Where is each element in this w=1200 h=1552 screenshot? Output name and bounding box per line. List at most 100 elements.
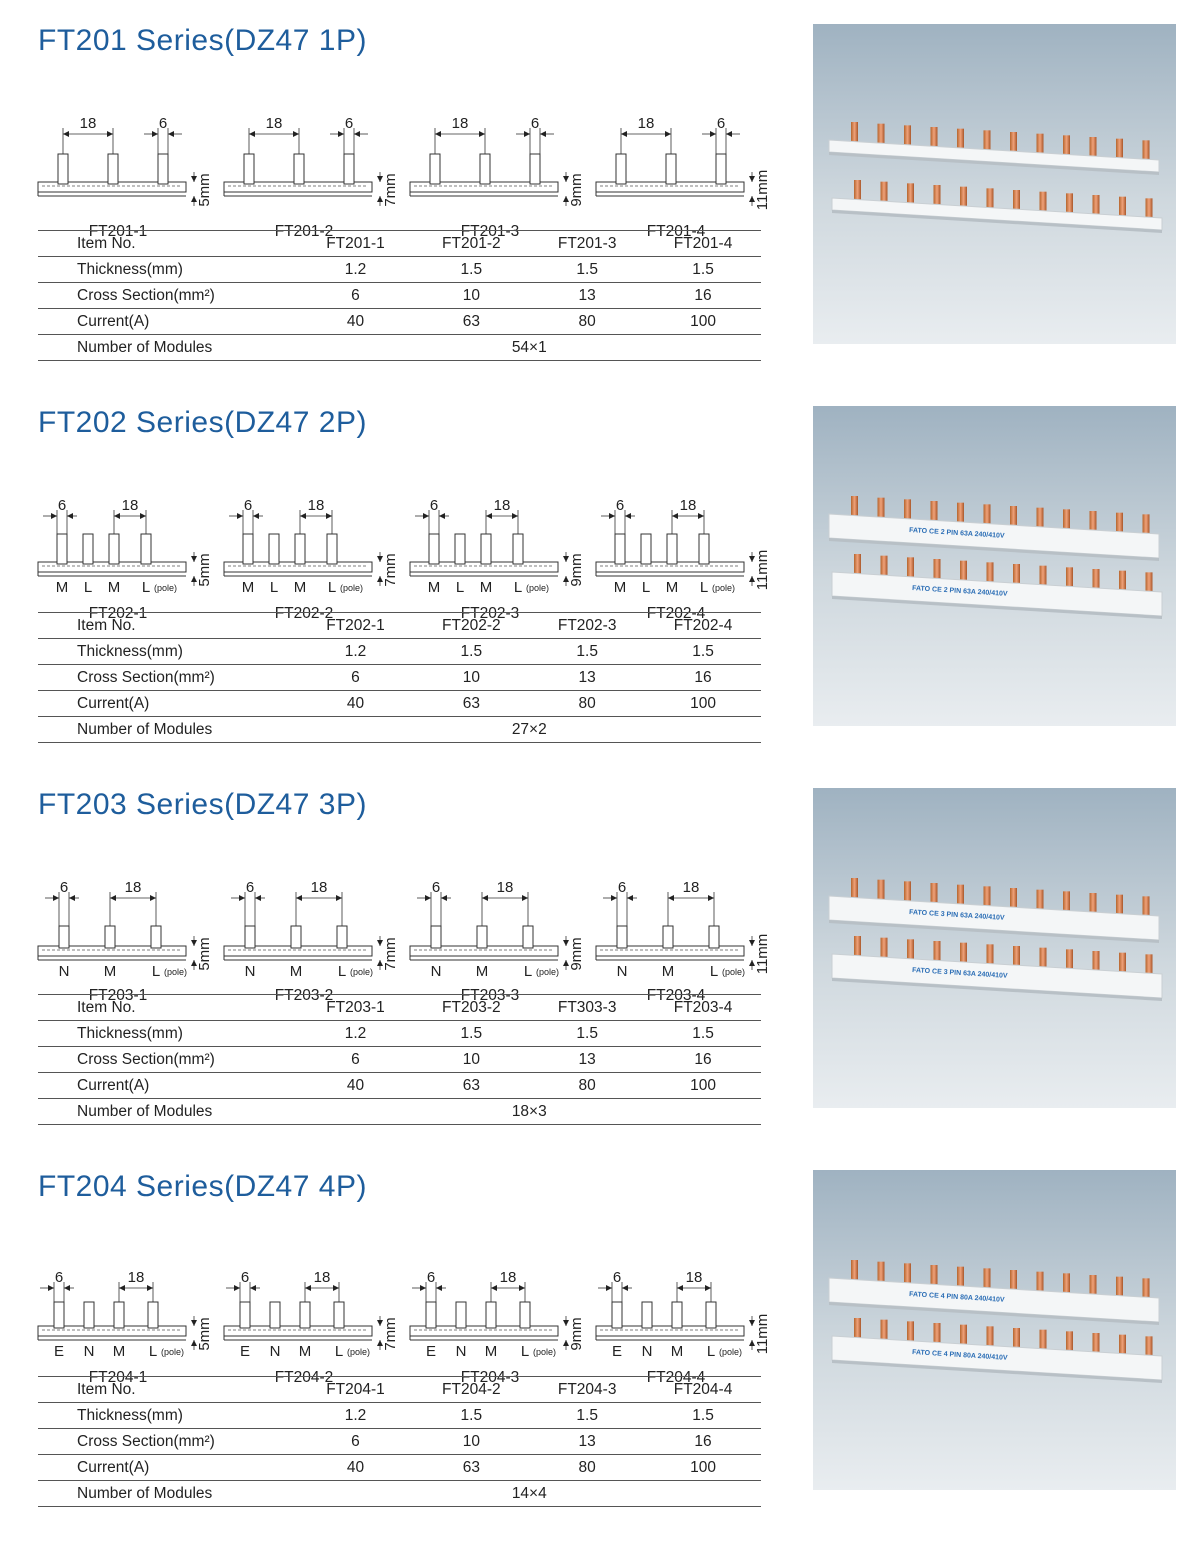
copper-pin bbox=[1010, 506, 1017, 528]
copper-pin bbox=[1066, 193, 1073, 216]
copper-pin bbox=[1039, 1329, 1047, 1352]
row-value: 1.5 bbox=[529, 1402, 646, 1429]
dimension-pin-width: 6 bbox=[60, 879, 68, 896]
dimension-pitch: 18 bbox=[500, 1269, 517, 1286]
item-no-label: Item No. bbox=[38, 994, 298, 1021]
pole-note: (pole) bbox=[154, 583, 177, 593]
pole-letter: N bbox=[642, 1343, 653, 1360]
modules-value: 54×1 bbox=[297, 334, 761, 361]
copper-pin bbox=[983, 504, 991, 527]
dimension-pin-width: 6 bbox=[430, 497, 438, 514]
copper-pin bbox=[1013, 564, 1020, 586]
copper-pin bbox=[1119, 196, 1126, 219]
dimension-pin-width: 6 bbox=[55, 1269, 63, 1286]
row-label: Cross Section(mm²) bbox=[38, 282, 298, 309]
busbar-pin bbox=[150, 925, 162, 949]
pole-note: (pole) bbox=[347, 1347, 370, 1357]
pole-note: (pole) bbox=[536, 967, 559, 977]
busbar-pin bbox=[429, 153, 441, 185]
photo-background bbox=[813, 406, 1176, 726]
photo-background bbox=[813, 788, 1176, 1108]
row-value: 63 bbox=[413, 1454, 530, 1481]
copper-pin bbox=[1039, 565, 1047, 588]
busbar-pin bbox=[243, 153, 255, 185]
copper-pin bbox=[1142, 514, 1150, 537]
thickness-label: 11mm bbox=[754, 550, 770, 591]
busbar-pin bbox=[698, 533, 710, 565]
busbar-pin bbox=[157, 153, 169, 185]
busbar-pin bbox=[244, 925, 256, 949]
series-title: FT204 Series(DZ47 4P) bbox=[38, 1170, 367, 1203]
busbar-pin bbox=[662, 925, 674, 949]
copper-pin bbox=[983, 130, 991, 153]
item-no-label: Item No. bbox=[38, 1376, 298, 1403]
dimension-pin-width: 6 bbox=[345, 115, 353, 132]
row-value: 80 bbox=[529, 308, 646, 335]
copper-pin bbox=[1145, 1336, 1153, 1359]
dimension-pitch: 18 bbox=[686, 1269, 703, 1286]
busbar-pin bbox=[428, 533, 440, 565]
row-value: 100 bbox=[645, 1072, 761, 1099]
copper-pin bbox=[1142, 1278, 1150, 1301]
busbar-pin bbox=[294, 533, 306, 565]
row-value: 1.5 bbox=[413, 256, 530, 283]
row-value: 1.2 bbox=[297, 1402, 414, 1429]
copper-pin bbox=[1010, 132, 1017, 154]
copper-pin bbox=[986, 188, 994, 211]
copper-pin bbox=[930, 501, 938, 523]
row-value: 16 bbox=[645, 282, 761, 309]
pole-letter: M bbox=[242, 579, 255, 596]
busbar-pin bbox=[640, 533, 652, 565]
copper-pin bbox=[1089, 137, 1097, 159]
copper-pin bbox=[1145, 572, 1153, 595]
pole-letter: M bbox=[290, 963, 303, 980]
busbar-photo: FATO CE 2 PIN 63A 240/410V bbox=[831, 554, 1163, 619]
copper-pin bbox=[1089, 1275, 1097, 1297]
busbar-pin bbox=[615, 153, 627, 185]
busbar-pin bbox=[671, 1301, 683, 1329]
copper-pin bbox=[907, 939, 914, 962]
copper-pin bbox=[1066, 1331, 1073, 1354]
copper-pin bbox=[957, 502, 964, 525]
row-value: 63 bbox=[413, 308, 530, 335]
row-value: 63 bbox=[413, 690, 530, 717]
row-value: 13 bbox=[529, 282, 646, 309]
modules-label: Number of Modules bbox=[38, 1098, 298, 1125]
busbar-pin bbox=[107, 153, 119, 185]
copper-pin bbox=[1036, 133, 1044, 156]
pole-letter: M bbox=[299, 1343, 312, 1360]
series-title: FT201 Series(DZ47 1P) bbox=[38, 24, 367, 57]
copper-pin bbox=[877, 123, 885, 146]
dimension-pitch: 18 bbox=[311, 879, 328, 896]
modules-value: 27×2 bbox=[297, 716, 761, 743]
dimension-pitch: 18 bbox=[497, 879, 514, 896]
item-no-value: FT204-1 bbox=[297, 1376, 414, 1403]
row-label: Current(A) bbox=[38, 308, 298, 335]
copper-pin bbox=[960, 186, 967, 209]
pole-letter: L bbox=[142, 579, 150, 596]
copper-pin bbox=[854, 554, 861, 576]
copper-pin bbox=[877, 879, 885, 902]
busbar-photo: FATO CE 3 PIN 63A 240/410V bbox=[831, 936, 1163, 1001]
busbar-pin bbox=[113, 1301, 125, 1329]
copper-pin bbox=[1066, 567, 1073, 590]
pole-note: (pole) bbox=[722, 967, 745, 977]
